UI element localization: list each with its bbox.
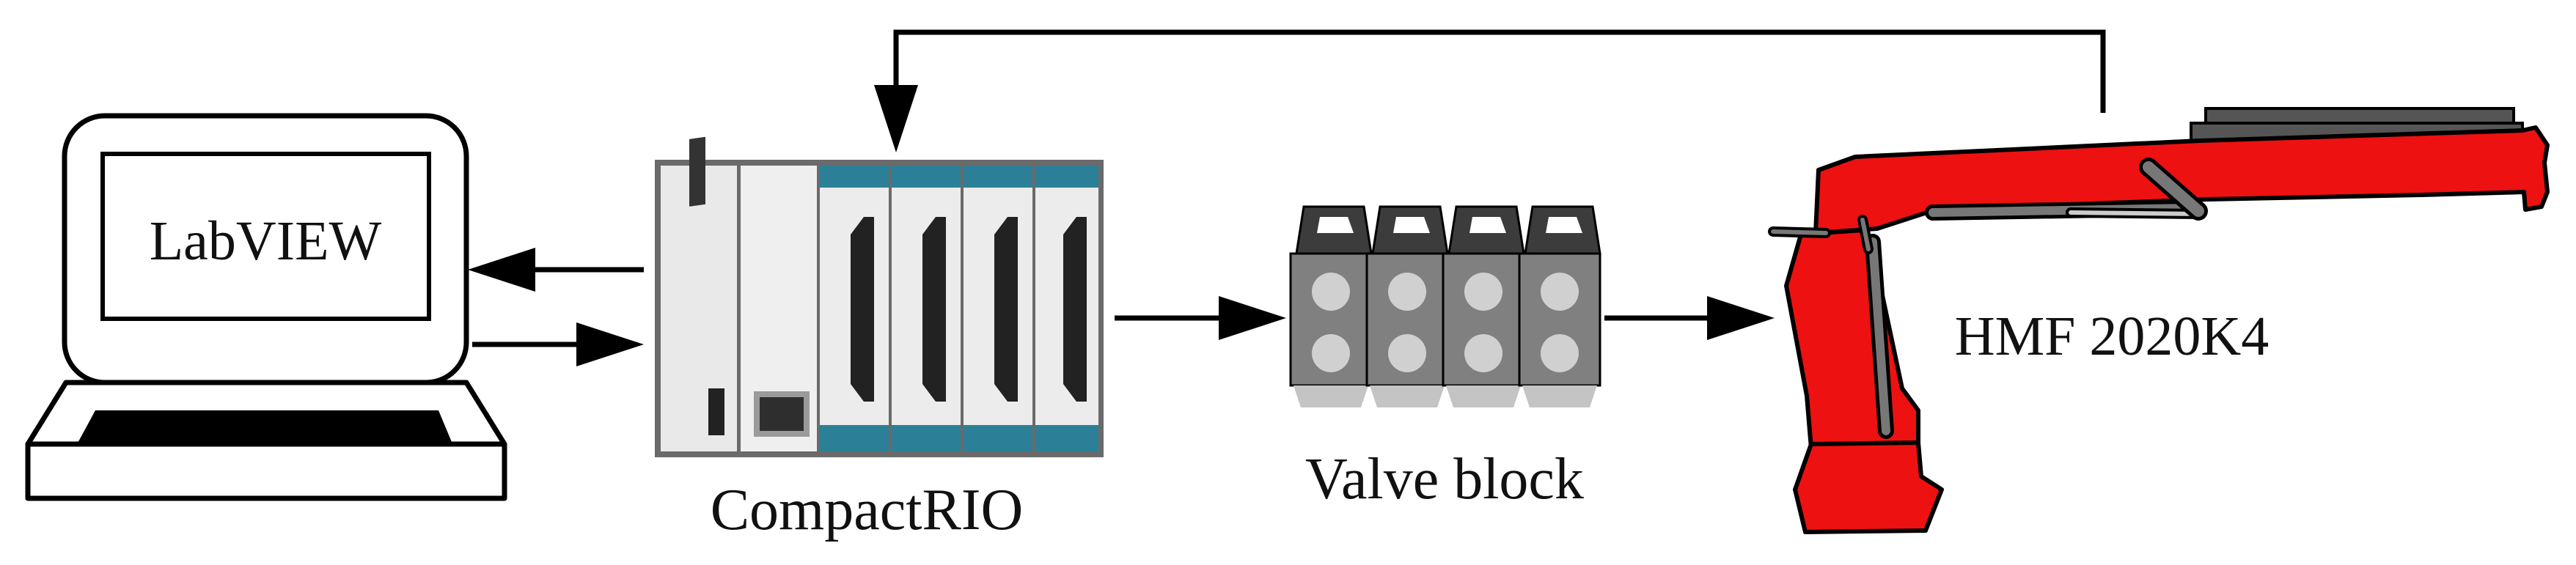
valve-section <box>1442 205 1525 407</box>
valve-label: Valve block <box>1305 447 1584 512</box>
arrow-to-laptop <box>468 248 535 292</box>
io-module <box>964 166 1032 451</box>
valve-section <box>1365 205 1449 407</box>
laptop-icon <box>25 113 507 501</box>
controller-valve-arrow <box>1115 296 1286 340</box>
computer-label: LabVIEW <box>150 210 382 272</box>
io-module <box>892 166 961 451</box>
io-module <box>1035 166 1098 451</box>
controller-label: CompactRIO <box>711 478 1024 542</box>
valve-crane-arrow <box>1604 296 1775 340</box>
crane-icon <box>1768 107 2550 534</box>
laptop-controller-arrows <box>468 248 644 366</box>
arrow-to-controller <box>576 322 644 366</box>
valve-section <box>1518 205 1601 407</box>
compactrio-chassis <box>655 136 1104 457</box>
io-module <box>820 166 889 451</box>
valve-section <box>1289 205 1373 407</box>
crane-label: HMF 2020K4 <box>1955 306 2269 367</box>
feedback-arrow <box>874 29 2106 152</box>
valve-block-icon <box>1289 205 1601 407</box>
